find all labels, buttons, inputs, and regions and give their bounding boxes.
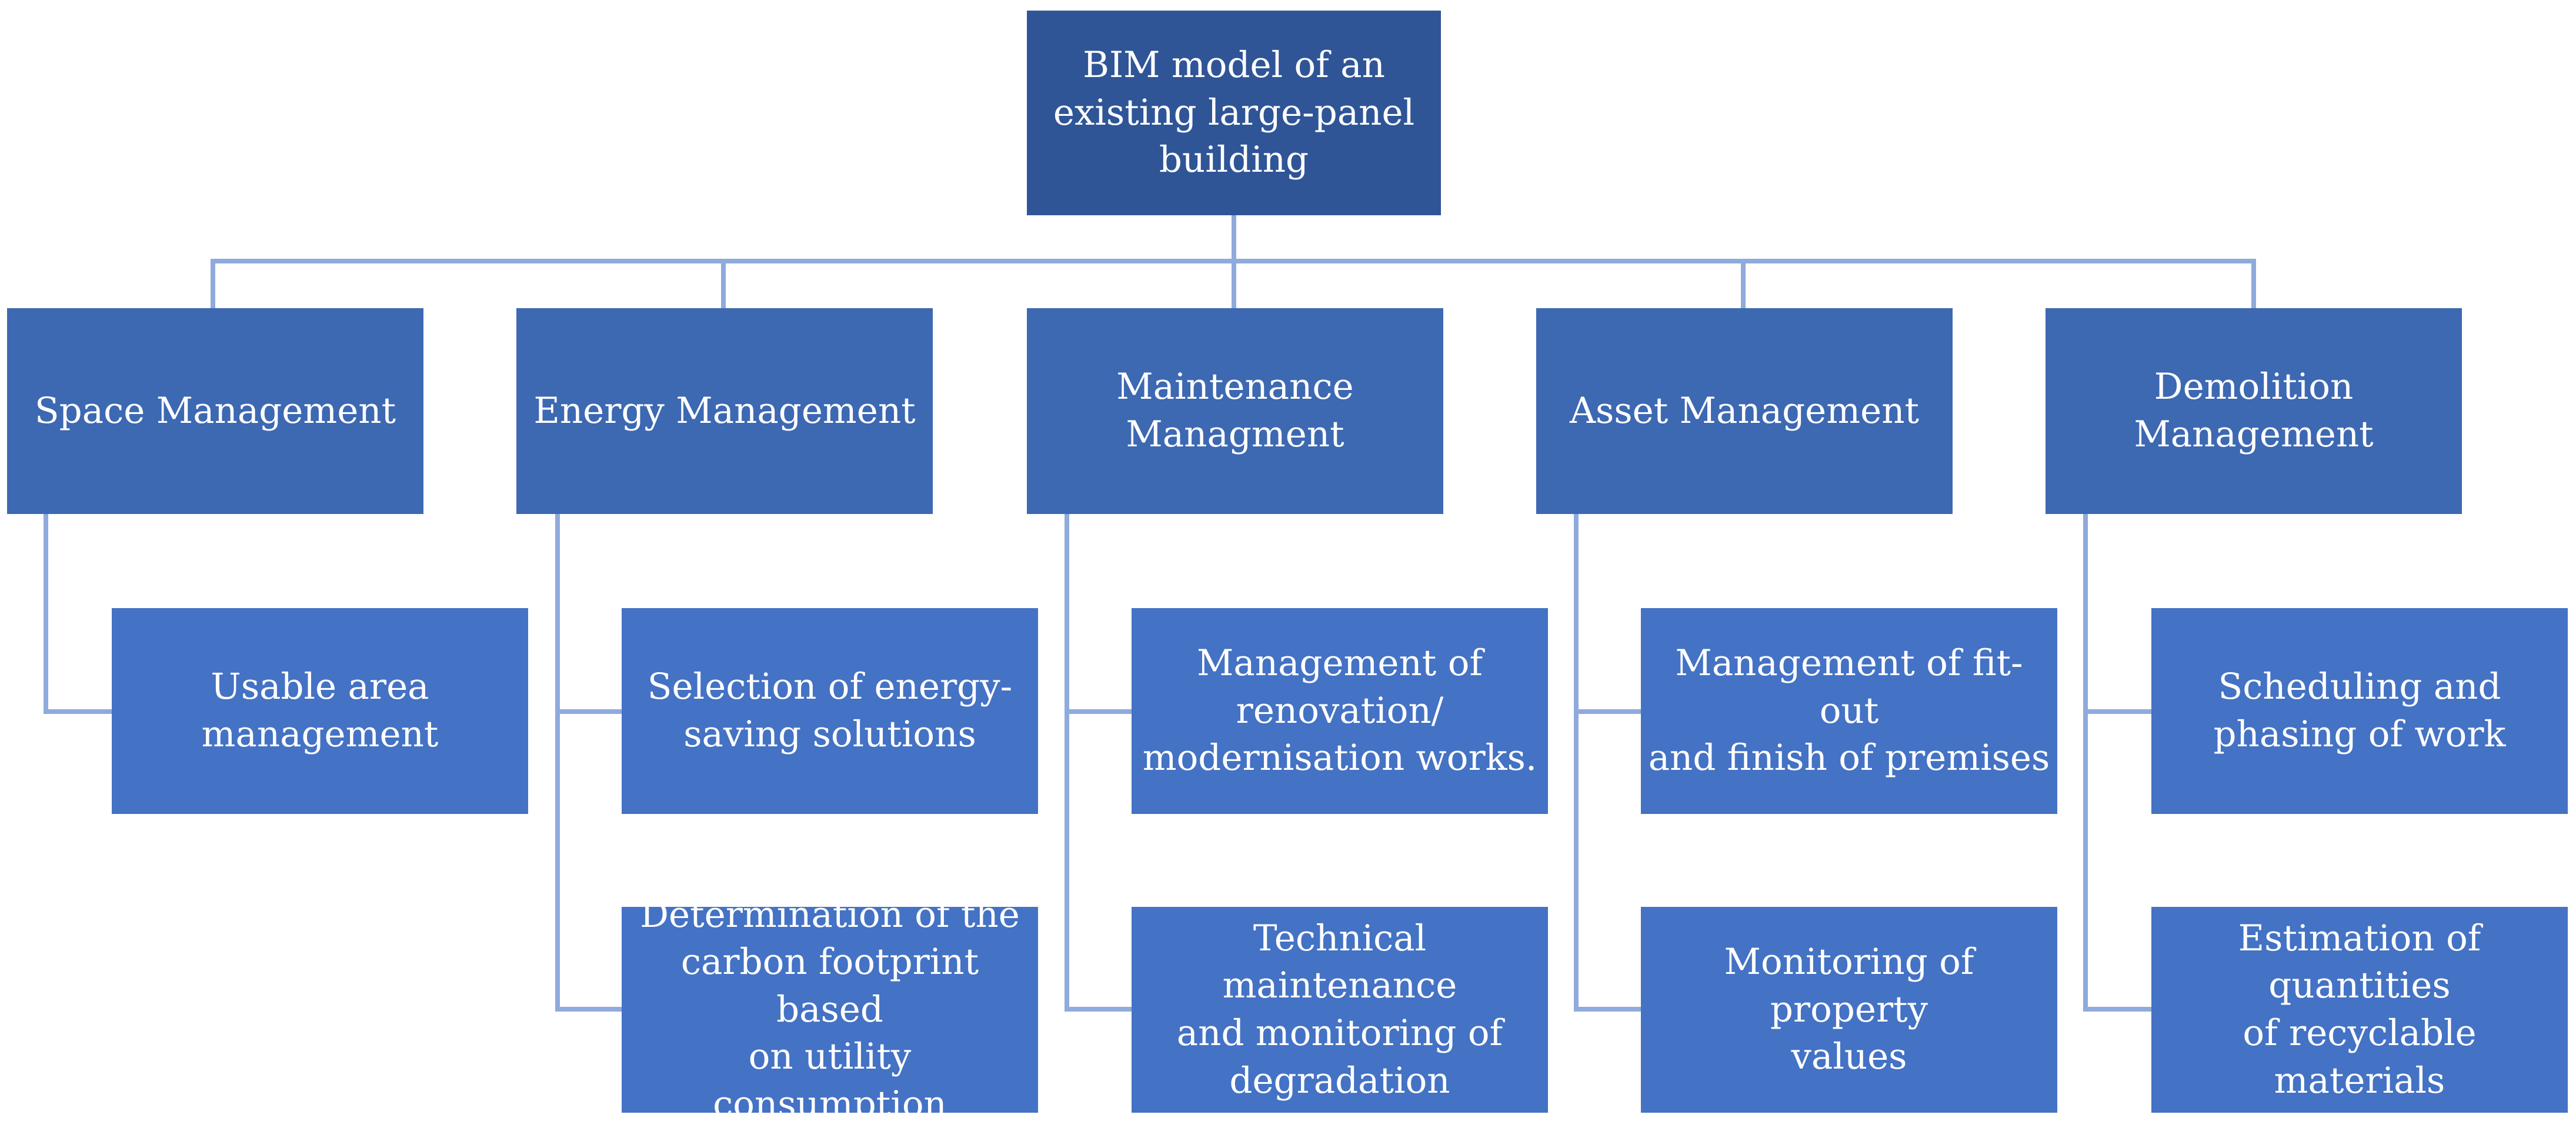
root-node: BIM model of an existing large-panel bui…: [1027, 11, 1441, 215]
item-usable-area-management: Usable area management: [112, 608, 528, 814]
category-energy-management: Energy Management: [516, 308, 933, 514]
item-scheduling-and-phasing: Scheduling and phasing of work: [2151, 608, 2568, 814]
item-property-value-monitoring: Monitoring of property values: [1641, 907, 2057, 1113]
category-demolition-management: Demolition Management: [2046, 308, 2462, 514]
item-recyclable-materials-estimation: Estimation of quantities of recyclable m…: [2151, 907, 2568, 1113]
category-space-management: Space Management: [7, 308, 423, 514]
item-carbon-footprint-determination: Determination of the carbon footprint ba…: [622, 894, 1038, 1125]
item-renovation-works-management: Management of renovation/ modernisation …: [1132, 608, 1548, 814]
category-maintenance-management: Maintenance Managment: [1027, 308, 1443, 514]
item-fit-out-finish-management: Management of fit-out and finish of prem…: [1641, 608, 2057, 814]
category-asset-management: Asset Management: [1536, 308, 1953, 514]
item-technical-maintenance-monitoring: Technical maintenance and monitoring of …: [1132, 907, 1548, 1113]
item-selection-of-energy-saving-solutions: Selection of energy- saving solutions: [622, 608, 1038, 814]
